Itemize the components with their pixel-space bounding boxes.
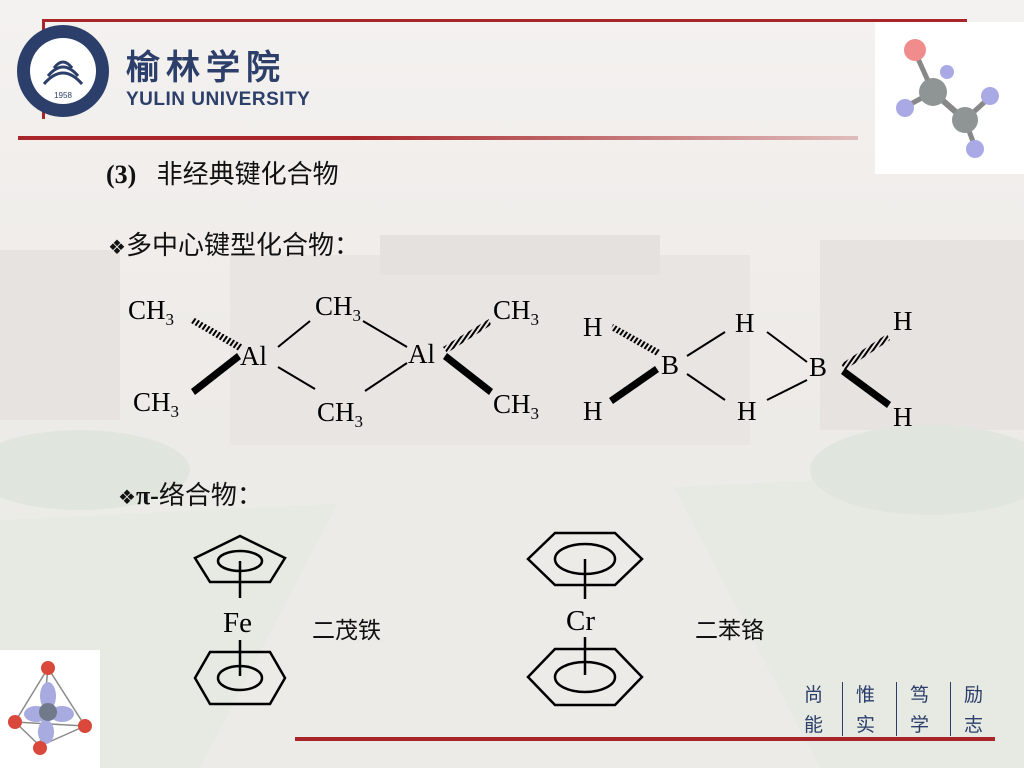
ch3-upper-left: CH3 [128,295,174,329]
b-atom-right: B [809,352,827,382]
wedge-bond [443,353,493,395]
bridge-bond [362,320,408,348]
bridge-bond [766,379,808,401]
tetrahedral-molecule-image [0,650,100,768]
aromatic-circle [216,664,264,692]
seal-year: 1958 [54,91,72,100]
ferrocene-name: 二茂铁 [312,618,381,644]
bridge-bond [766,331,808,363]
bullet-pi-text: 络合物： [158,481,263,511]
diamond-bullet-icon: ❖ [118,485,136,509]
wedge-bond [841,368,891,408]
motto-char: 励 [964,684,984,706]
hashed-bond [611,324,660,356]
ch3-bridge-bottom: CH3 [317,397,363,431]
benzene-ring [526,531,644,587]
motto-char: 实 [856,714,876,736]
motto-char: 志 [964,714,984,736]
h-terminal: H [893,402,913,432]
wedge-bond [191,353,241,395]
motto-char: 笃 [910,684,930,706]
aromatic-circle [553,660,617,694]
h-terminal: H [893,306,913,336]
bullet-pi-complex: ❖π-络合物： [118,475,263,512]
bullet-multicenter-text: 多中心键型化合物： [125,231,360,261]
fe-atom: Fe [223,607,252,639]
university-name-cn: 榆林学院 [126,48,286,88]
hashed-bond [191,317,243,351]
cyclopentadienyl-ring [193,650,287,706]
bullet-multicenter: ❖多中心键型化合物： [108,225,360,262]
molecule-model-image [875,22,1024,174]
b2h6-structure: H H B H H B H H [583,306,913,432]
motto-char: 学 [910,714,930,736]
motto-char: 惟 [856,684,876,706]
bridge-bond [364,362,408,392]
al-atom-right: Al [408,339,435,369]
cr-atom: Cr [566,605,595,637]
al2me6-structure: CH3 CH3 Al CH3 CH3 Al CH3 CH3 [128,291,539,431]
al-atom-left: Al [240,341,267,371]
benzene-ring [526,647,644,707]
motto-divider [842,682,843,736]
ch3-bridge-top: CH3 [315,291,361,325]
motto-divider [896,682,897,736]
h-terminal: H [583,396,603,426]
pi-prefix: π- [135,481,159,510]
hashed-bond [841,334,890,370]
university-seal: 1958 [17,25,109,117]
dibenzene-chromium-structure: Cr [526,531,644,707]
footer-red-line [295,737,995,741]
bridge-bond [277,366,316,390]
ch3-upper-right: CH3 [493,295,539,329]
motto-char: 尚 [804,684,824,706]
h-bridge-bottom: H [737,396,757,426]
ferrocene-structure: Fe [193,534,287,706]
ch3-lower-right: CH3 [493,389,539,423]
header-red-line [42,19,967,22]
h-bridge-top: H [735,308,755,338]
university-name-en: YULIN UNIVERSITY [126,89,311,110]
dibenzene-chromium-name: 二苯铬 [695,618,764,644]
header-under-line [18,136,858,140]
section-heading: (3) 非经典键化合物 [106,154,339,191]
section-title: 非经典键化合物 [156,160,339,190]
bridge-bond [277,320,311,348]
h-terminal: H [583,312,603,342]
wedge-bond [609,366,659,404]
footer-motto: 尚 惟 笃 励 能 实 学 志 [800,680,1000,738]
bridge-bond [686,331,726,357]
ch3-lower-left: CH3 [133,387,179,421]
motto-char: 能 [804,714,824,736]
section-number: (3) [106,160,137,189]
motto-divider [950,682,951,736]
hashed-bond [443,319,491,353]
diamond-bullet-icon: ❖ [108,235,126,259]
b-atom-left: B [661,350,679,380]
bridge-bond [686,373,726,401]
